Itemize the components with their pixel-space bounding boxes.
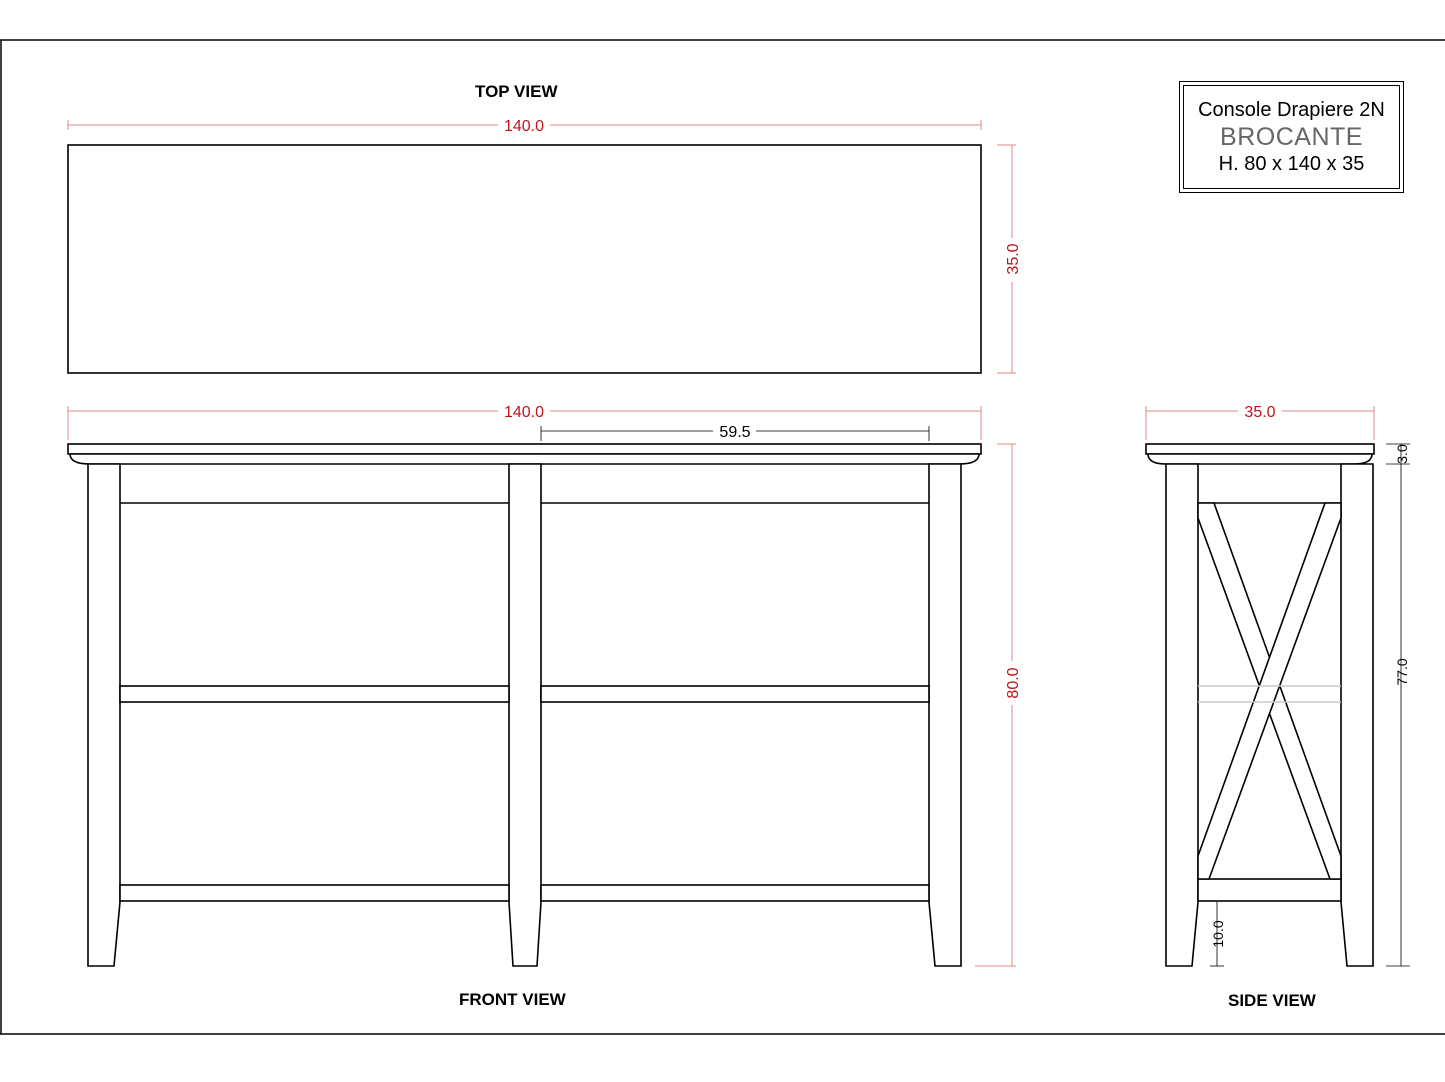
- top-view-drawing: [67, 144, 982, 374]
- title-block: Console Drapiere 2N BROCANTE H. 80 x 140…: [1179, 81, 1404, 193]
- side-depth-dimension: 35.0: [1145, 404, 1375, 440]
- front-view-drawing: [67, 443, 982, 967]
- side-view-drawing: [1145, 443, 1375, 967]
- front-height-label: 80.0: [1005, 667, 1022, 698]
- title-block-inner: Console Drapiere 2N BROCANTE H. 80 x 140…: [1183, 85, 1400, 189]
- front-width-dimension: 140.0: [67, 404, 982, 440]
- front-view-title: FRONT VIEW: [459, 990, 566, 1009]
- side-depth-label: 35.0: [1244, 404, 1275, 421]
- top-depth-label: 35.0: [1005, 243, 1022, 274]
- front-bay-label: 59.5: [719, 424, 750, 441]
- overall-dimensions: H. 80 x 140 x 35: [1218, 153, 1365, 175]
- top-width-dimension: 140.0: [67, 118, 982, 135]
- side-foot-dimension: 10.0: [1210, 902, 1226, 967]
- side-top-label: 3.0: [1394, 444, 1410, 464]
- top-depth-dimension: 35.0: [997, 144, 1022, 374]
- side-shelf-ghost: [1198, 685, 1341, 703]
- top-width-label: 140.0: [504, 118, 544, 135]
- sheet-border: [0, 39, 1445, 1035]
- brand-name: BROCANTE: [1220, 123, 1363, 151]
- side-body-label: 77.0: [1394, 658, 1410, 685]
- side-height-dimension: 3.0 77.0: [1386, 443, 1410, 967]
- side-view-title: SIDE VIEW: [1228, 991, 1316, 1010]
- front-width-label: 140.0: [504, 404, 544, 421]
- front-height-dimension: 80.0: [975, 443, 1022, 967]
- product-name: Console Drapiere 2N: [1198, 99, 1385, 121]
- front-bay-dimension: 59.5: [540, 424, 930, 441]
- top-view-title: TOP VIEW: [475, 82, 558, 101]
- side-foot-label: 10.0: [1210, 920, 1226, 947]
